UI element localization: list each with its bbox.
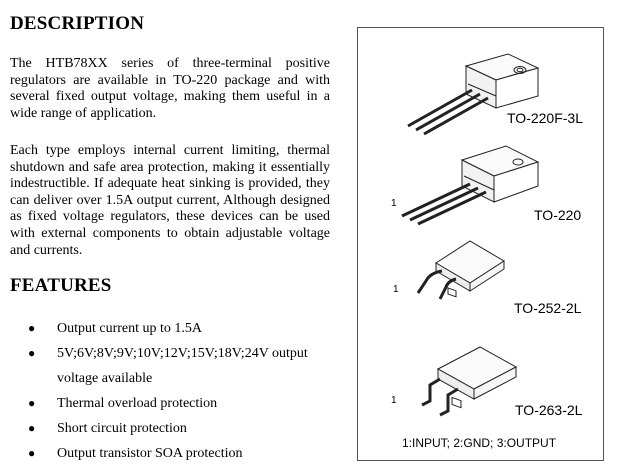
feature-item: ●Thermal overload protection [10,391,340,416]
feature-item: ●5V;6V;8V;9V;10V;12V;15V;18V;24V output … [10,341,340,391]
bullet-icon: ● [28,446,36,460]
bullet-icon: ● [28,321,36,335]
feature-item: ●Short circuit protection [10,416,340,441]
pin-legend: 1:INPUT; 2:GND; 3:OUTPUT [402,436,557,450]
pin1-label: 1 [393,284,399,295]
description-paragraph-1: The HTB78XX series of three-terminal pos… [10,56,330,121]
to263-package-icon [421,346,518,417]
feature-item: ●Output current up to 1.5A [10,316,340,341]
description-paragraph-2: Each type employs internal current limit… [10,143,330,258]
package-panel: TO-220F-3L 1 TO-220 1 TO-252-2L [357,27,604,461]
pin1-label: 1 [391,198,397,209]
to220f-package-icon [407,53,540,136]
package-label-to220: TO-220 [534,207,582,223]
pin1-label: 1 [391,395,397,406]
bullet-icon: ● [28,421,36,435]
bullet-icon: ● [28,346,36,360]
to220-package-icon [401,145,540,226]
features-heading: FEATURES [10,275,112,296]
feature-item: ●Output transistor SOA protection [10,441,340,466]
package-label-to220f: TO-220F-3L [507,110,583,126]
description-heading: DESCRIPTION [10,13,145,34]
bullet-icon: ● [28,396,36,410]
features-list: ●Output current up to 1.5A ●5V;6V;8V;9V;… [10,316,340,466]
package-label-to252: TO-252-2L [514,300,582,316]
to252-package-icon [416,240,505,300]
package-label-to263: TO-263-2L [515,402,583,418]
